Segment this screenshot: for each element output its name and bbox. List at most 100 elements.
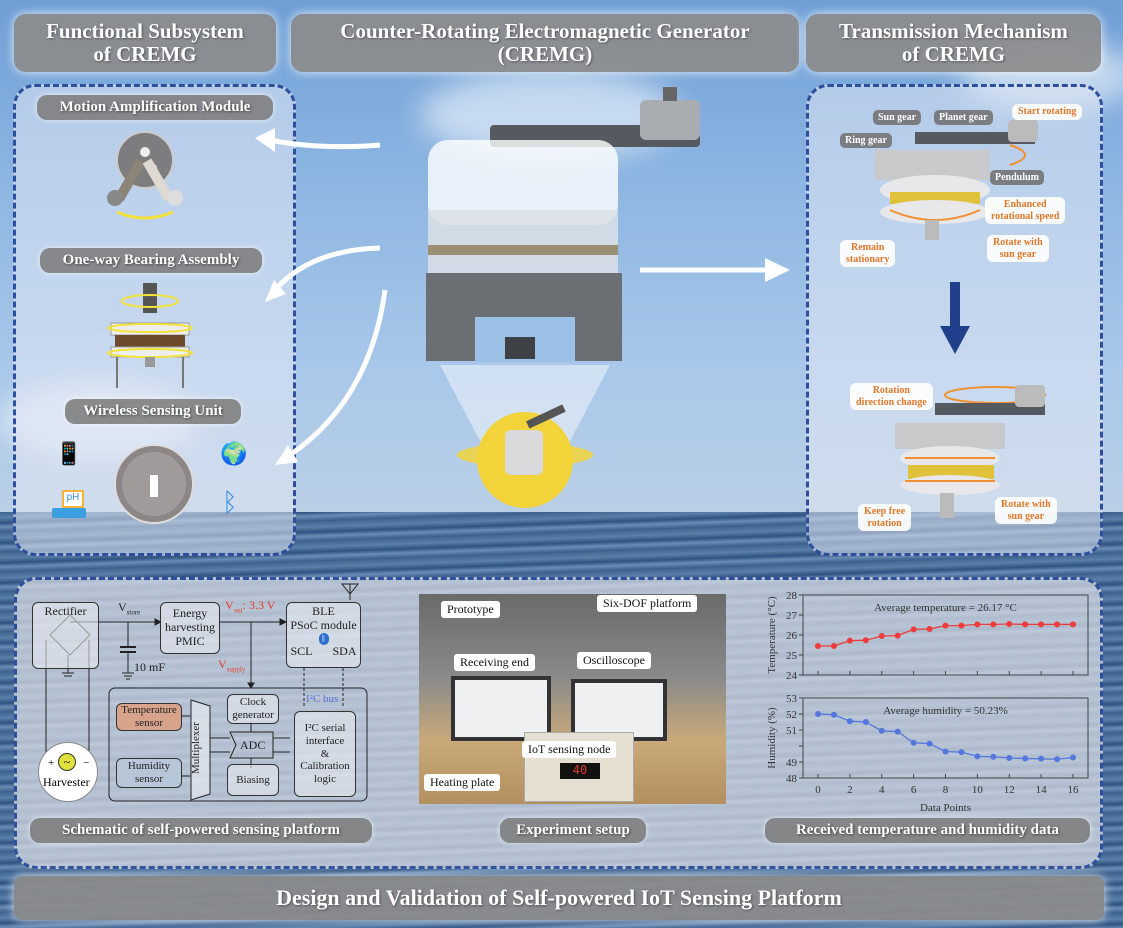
chart-annotation: Average temperature = 26.17 °C [874,602,1017,614]
i2c-interface-block: I²C serial interface & Calibration logic [294,711,356,797]
y-axis-label: Humidity (%) [766,707,778,769]
capacitor-label: 10 mF [134,660,166,674]
multiplexer-label: Multiplexer [189,722,202,774]
bluetooth-icon: ᛒ [318,632,329,645]
arrow-to-bearing [273,245,381,292]
laptop-oscilloscope [571,679,667,741]
caption-schematic: Schematic of self-powered sensing platfo… [30,818,372,843]
adc-label: ADC [240,738,266,752]
temperature-display: 40 [560,763,600,779]
data-point [1054,621,1061,628]
data-point [846,637,853,644]
harvester-source: ~ + − Harvester [38,742,98,802]
ac-source-icon: ~ [58,753,76,771]
data-point [942,622,949,629]
x-tick-label: 6 [911,784,917,796]
rectifier-block: Rectifier [32,602,99,669]
sensing-unit-icon [114,444,194,524]
data-point [1070,621,1076,628]
data-point [990,753,997,760]
caption-data: Received temperature and humidity data [765,818,1090,843]
data-point [1054,756,1061,763]
data-point [1022,755,1029,762]
laptop-receiving [451,676,551,741]
one-way-bearing-label: One-way Bearing Assembly [40,248,262,273]
flow-arrows [255,128,790,465]
x-tick-label: 12 [1004,784,1015,796]
data-point [1006,755,1013,761]
data-point [830,643,837,649]
label-heating-plate: Heating plate [424,774,501,791]
chart-annotation: Average humidity = 50.23% [883,705,1008,717]
data-point [815,711,821,717]
label-six-dof: Six-DOF platform [597,595,698,612]
label-rotate-with-sun-gear-bottom: Rotate with sun gear [995,497,1057,524]
x-tick-label: 8 [943,784,949,796]
data-point [878,727,885,734]
schematic-diagram: Rectifier Vstore 10 mF Energy harvesting… [20,580,400,810]
bearing-assembly-icon [107,283,193,388]
label-rotate-with-sun-gear-top: Rotate with sun gear [987,235,1049,262]
label-keep-free-rotation: Keep free rotation [858,504,912,531]
y-tick-label: 48 [786,773,798,785]
label-enhanced-speed: Enhanced rotational speed [985,197,1066,224]
header-transmission-mechanism: Transmission Mechanism of CREMG [806,14,1101,72]
x-tick-label: 4 [879,784,885,796]
data-point [958,622,965,629]
data-point [894,632,901,639]
pmic-block: Energy harvesting PMIC [160,602,220,654]
y-tick-label: 51 [786,725,797,737]
label-iot-node: IoT sensing node [522,741,617,758]
label-remain-stationary: Remain stationary [840,240,896,267]
data-point [1038,621,1045,628]
header-functional-subsystem: Functional Subsystem of CREMG [14,14,276,72]
ph-water-icon: pH [52,490,86,520]
caption-experiment: Experiment setup [500,818,646,843]
label-rotation-direction-change: Rotation direction change [850,383,933,410]
data-point [1022,621,1029,628]
x-tick-label: 10 [972,784,984,796]
label-sun-gear: Sun gear [873,110,922,125]
label-receiving-end: Receiving end [454,654,535,671]
label-ring-gear: Ring gear [840,133,892,148]
data-point [862,637,869,644]
x-tick-label: 14 [1036,784,1048,796]
y-tick-label: 28 [786,590,798,602]
motion-amplification-label: Motion Amplification Module [37,95,273,120]
data-point [894,728,901,735]
label-planet-gear: Planet gear [934,110,993,125]
vout-label: Vout: 3.3 V [225,598,276,615]
data-point [958,749,965,756]
experiment-photo: 40 Prototype Six-DOF platform Receiving … [419,594,726,804]
data-point [830,711,837,718]
footer-title: Design and Validation of Self-powered Io… [14,876,1104,920]
y-axis-label: Temperature (°C) [766,596,778,674]
data-point [942,748,949,755]
phone-thermometer-icon: 📱 [55,441,83,466]
data-point [974,621,981,628]
y-tick-label: 25 [786,650,798,662]
bluetooth-icon: ᛒ [222,488,238,518]
data-point [1038,755,1045,762]
i2c-bus-label: I²C bus [306,693,339,705]
y-tick-label: 26 [786,630,798,642]
x-tick-label: 0 [815,784,821,796]
data-point [926,626,933,632]
vstore-label: Vstore [118,600,141,617]
biasing-block: Biasing [227,764,279,796]
x-tick-label: 2 [847,784,853,796]
header-cremg: Counter-Rotating Electromagnetic Generat… [291,14,799,72]
label-start-rotating: Start rotating [1012,104,1083,120]
humidity-sensor-block: Humidity sensor [116,758,182,788]
label-prototype: Prototype [441,601,500,618]
data-point [990,621,997,628]
data-point [1070,754,1076,761]
ble-psoc-block: BLE PSoC module ᛒ SCL SDA [286,602,361,668]
y-tick-label: 49 [786,757,798,769]
label-pendulum: Pendulum [990,170,1044,185]
cremg-device-illustration [426,87,700,508]
gps-globe-icon: 🌍 [220,441,248,466]
sda-pin: SDA [332,643,357,658]
